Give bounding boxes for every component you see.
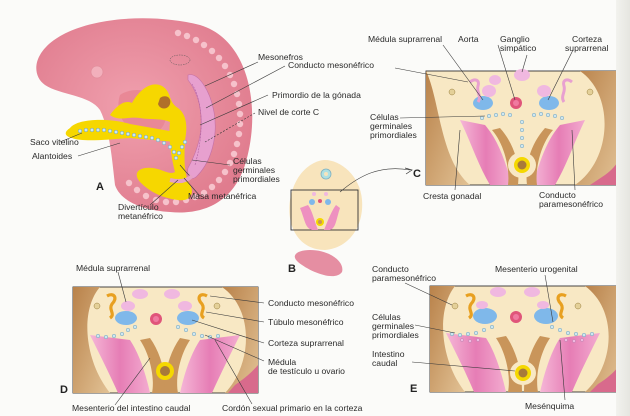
label-corteza-1: Corteza: [572, 34, 602, 44]
panel-label-a: A: [96, 181, 104, 193]
panel-c-section: [425, 69, 620, 186]
label-celulas-a-2: germinales: [233, 165, 275, 175]
label-medula-testiculo-2: de testículo u ovario: [268, 366, 345, 376]
label-primordio-gonada: Primordio de la gónada: [272, 90, 361, 100]
label-ganglio-2: simpático: [500, 43, 537, 53]
panel-d-section: [72, 286, 259, 394]
label-celulas-c-3: primordiales: [370, 130, 417, 140]
label-diverticulo-2: metanéfrico: [118, 211, 163, 221]
label-cresta-gonadal: Cresta gonadal: [423, 191, 481, 201]
gut-tube: [110, 84, 192, 201]
label-mesenterio-intestino: Mesenterio del intestino caudal: [72, 403, 191, 413]
label-celulas-a-3: primordiales: [233, 174, 280, 184]
panel-c-labels: Médula suprarrenal Aorta Ganglio simpáti…: [368, 34, 609, 209]
label-saco-vitelino: Saco vitelino: [30, 137, 79, 147]
panel-e-labels: Conducto paramesonéfrico Mesenterio urog…: [372, 264, 578, 411]
label-aorta: Aorta: [458, 34, 479, 44]
label-corteza-suprarrenal-d: Corteza suprarrenal: [268, 338, 344, 348]
page-edge-shadow: [616, 0, 630, 416]
label-tubulo-mesonefrico: Túbulo mesonéfrico: [268, 317, 344, 327]
label-intestino-1: Intestino: [372, 349, 405, 359]
label-intestino-2: caudal: [372, 358, 397, 368]
label-celulas-c-2: germinales: [370, 121, 412, 131]
germ-cells-stalk: [77, 127, 188, 161]
yolk-stalk: [65, 119, 176, 142]
panel-label-c: C: [413, 168, 421, 180]
label-conducto-mesonefrico-d: Conducto mesonéfrico: [268, 298, 354, 308]
label-medula-suprarrenal-d: Médula suprarrenal: [76, 263, 150, 273]
label-masa-metanefrica: Masa metanéfrica: [188, 191, 257, 201]
label-celulas-e-3: primordiales: [372, 330, 419, 340]
label-celulas-c-1: Células: [370, 112, 399, 122]
label-cordon-sexual: Cordón sexual primario en la corteza: [222, 403, 363, 413]
label-paramesonefrico-e-1: Conducto: [372, 264, 409, 274]
label-diverticulo-1: Divertículo: [118, 202, 159, 212]
label-ganglio-1: Ganglio: [500, 34, 530, 44]
label-medula-suprarrenal-c: Médula suprarrenal: [368, 34, 442, 44]
label-nivel-corte: Nivel de corte C: [258, 107, 319, 117]
label-celulas-a-1: Células: [233, 156, 262, 166]
label-paramesonefrico-c-2: paramesonéfrico: [539, 199, 603, 209]
panel-label-e: E: [410, 383, 417, 395]
label-mesenquima: Mesénquima: [525, 401, 574, 411]
label-corteza-2: suprarrenal: [565, 43, 609, 53]
panel-label-d: D: [60, 384, 68, 396]
label-medula-testiculo-1: Médula: [268, 357, 296, 367]
otic-vesicle: [90, 65, 104, 79]
label-paramesonefrico-c-1: Conducto: [539, 190, 576, 200]
panel-d-labels: Médula suprarrenal Conducto mesonéfrico …: [60, 263, 363, 413]
label-celulas-e-2: germinales: [372, 321, 414, 331]
label-mesonefros: Mesonefros: [258, 52, 303, 62]
panel-e-section: [429, 285, 621, 393]
label-conducto-mesonefrico-a: Conducto mesonéfrico: [288, 60, 374, 70]
panel-b-section: B: [288, 160, 413, 277]
panel-a-embryo: [36, 18, 253, 213]
panel-a-labels: Mesonefros Conducto mesonéfrico Primordi…: [30, 52, 374, 221]
label-alantoides: Alantoides: [32, 151, 72, 161]
panel-label-b: B: [288, 263, 296, 275]
label-paramesonefrico-e-2: paramesonéfrico: [372, 273, 436, 283]
label-mesenterio-urogenital: Mesenterio urogenital: [495, 264, 578, 274]
label-celulas-e-1: Células: [372, 312, 401, 322]
